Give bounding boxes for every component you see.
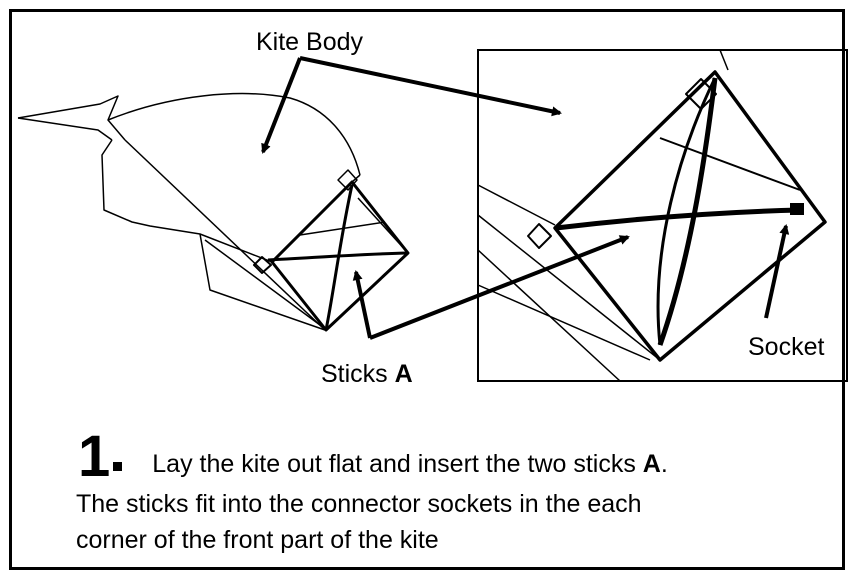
step-text-part1: Lay the kite out flat and insert the two… xyxy=(152,450,643,478)
sticks-label-letter: A xyxy=(394,360,413,388)
sticks-label: Sticks A xyxy=(321,362,413,387)
instruction-panel xyxy=(9,9,845,570)
step-line-2: The sticks fit into the connector socket… xyxy=(76,490,642,518)
kite-overview xyxy=(17,92,410,332)
step-text-part2: . xyxy=(660,450,668,478)
step-text-bold: A xyxy=(642,450,661,478)
pointer-arrows xyxy=(261,56,790,340)
step-number: 1 xyxy=(78,424,111,489)
socket-label: Socket xyxy=(748,333,825,361)
kite-closeup xyxy=(477,49,827,382)
kite-body-label: Kite Body xyxy=(256,28,364,56)
step-line-3: corner of the front part of the kite xyxy=(76,526,439,554)
sticks-label-text: Sticks xyxy=(321,360,395,388)
step-dot-icon xyxy=(113,462,123,471)
